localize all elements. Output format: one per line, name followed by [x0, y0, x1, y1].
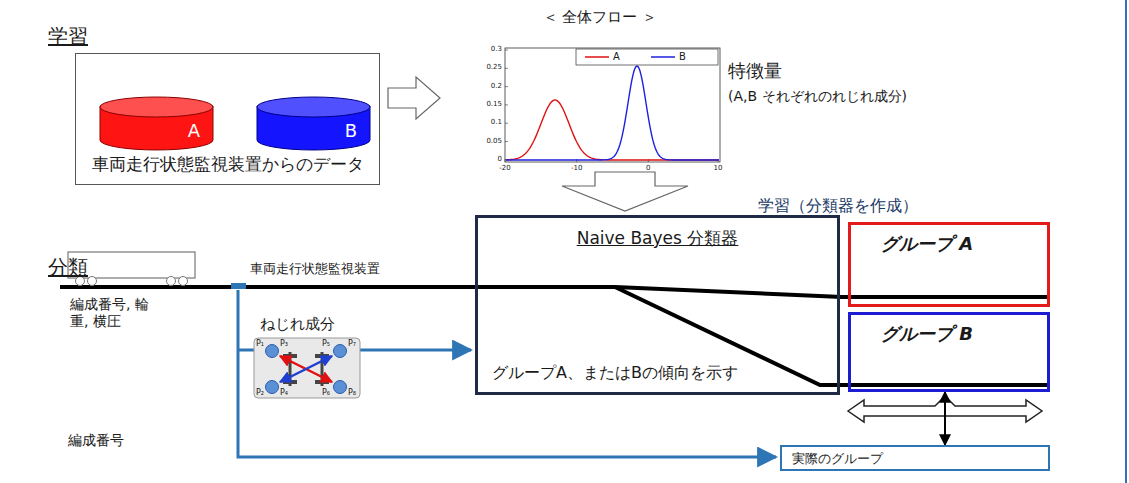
point-label: P₂	[256, 388, 264, 398]
signal-label: 編成番号, 輪重, 横圧	[70, 296, 166, 330]
point-label: P₃	[280, 339, 288, 349]
classifier-box: Naive Bayes 分類器グループA、またはBの傾向を示す	[475, 215, 840, 395]
node-body: グループA、またはBの傾向を示す	[492, 363, 738, 382]
point-label: P₅	[322, 339, 330, 349]
chart-ticks	[505, 50, 718, 162]
legend-box	[576, 49, 718, 65]
chart-frame	[505, 48, 720, 162]
section-heading: 学習	[48, 24, 88, 48]
point-label: P₇	[348, 339, 356, 349]
track-end	[846, 295, 1047, 299]
tick-label: -10	[571, 164, 582, 172]
track-branch	[615, 287, 842, 297]
tick-label: 0.15	[486, 100, 502, 108]
track-end	[846, 383, 1047, 387]
track	[60, 285, 615, 289]
node-title: A	[188, 120, 200, 142]
node-title: グループ A	[881, 233, 973, 255]
connector	[840, 295, 848, 299]
legend-sample	[584, 52, 610, 62]
node-title: 車両走行状態監視装置からのデータ	[92, 154, 364, 174]
connector	[944, 392, 946, 445]
tick-label: -20	[499, 164, 510, 172]
tick-label: 0	[498, 155, 502, 163]
bogie-figure	[254, 338, 360, 398]
device-label: 車両走行状態監視装置	[250, 261, 380, 277]
feature-note: (A,B それぞれのれじれ成分)	[728, 88, 907, 105]
connector	[840, 383, 848, 387]
tick-label: 10	[714, 164, 723, 172]
point-label: P₄	[280, 388, 288, 398]
signal-line	[238, 290, 776, 457]
point-label: P₆	[322, 388, 330, 398]
legend-item: A	[584, 52, 620, 62]
tick-label: 0.3	[491, 45, 502, 53]
actual-group-box: 実際のグループ	[780, 445, 1050, 471]
node-title: Naive Bayes 分類器	[577, 228, 739, 248]
figure-label: ねじれ成分	[260, 315, 335, 333]
feature-label: 特徴量	[728, 60, 782, 82]
legend-sample	[650, 52, 676, 62]
step-label: 学習（分類器を作成）	[758, 196, 918, 215]
sensor	[231, 283, 246, 289]
tick-label: 0.05	[486, 137, 502, 145]
data-cylinder: A	[99, 96, 214, 151]
signal-label: 編成番号	[68, 432, 124, 449]
data-box: 車両走行状態監視装置からのデータ A B	[75, 53, 380, 185]
node-title: B	[345, 120, 357, 142]
diagram-title: ＜ 全体フロー ＞	[543, 8, 658, 26]
hollow-arrow	[388, 77, 440, 119]
curve-b	[506, 66, 719, 160]
group-box: グループ A	[848, 222, 1050, 307]
legend-item: B	[650, 52, 686, 62]
point-label: P₁	[256, 339, 264, 349]
point-label: P₈	[348, 388, 356, 398]
curve-a	[506, 100, 719, 160]
page-border	[1125, 0, 1127, 483]
legend-text: A	[613, 51, 620, 62]
section-heading: 分類	[48, 255, 88, 279]
group-box: グループ B	[848, 312, 1050, 392]
tick-label: 0.2	[491, 82, 502, 90]
node-title: グループ B	[881, 323, 973, 345]
tick-label: 0.25	[486, 63, 502, 71]
legend-text: B	[679, 51, 686, 62]
data-cylinder: B	[256, 96, 371, 151]
hollow-arrow	[562, 172, 688, 211]
tick-label: 0	[646, 164, 650, 172]
tick-label: 0.1	[491, 118, 502, 126]
node-title: 実際のグループ	[792, 451, 883, 467]
